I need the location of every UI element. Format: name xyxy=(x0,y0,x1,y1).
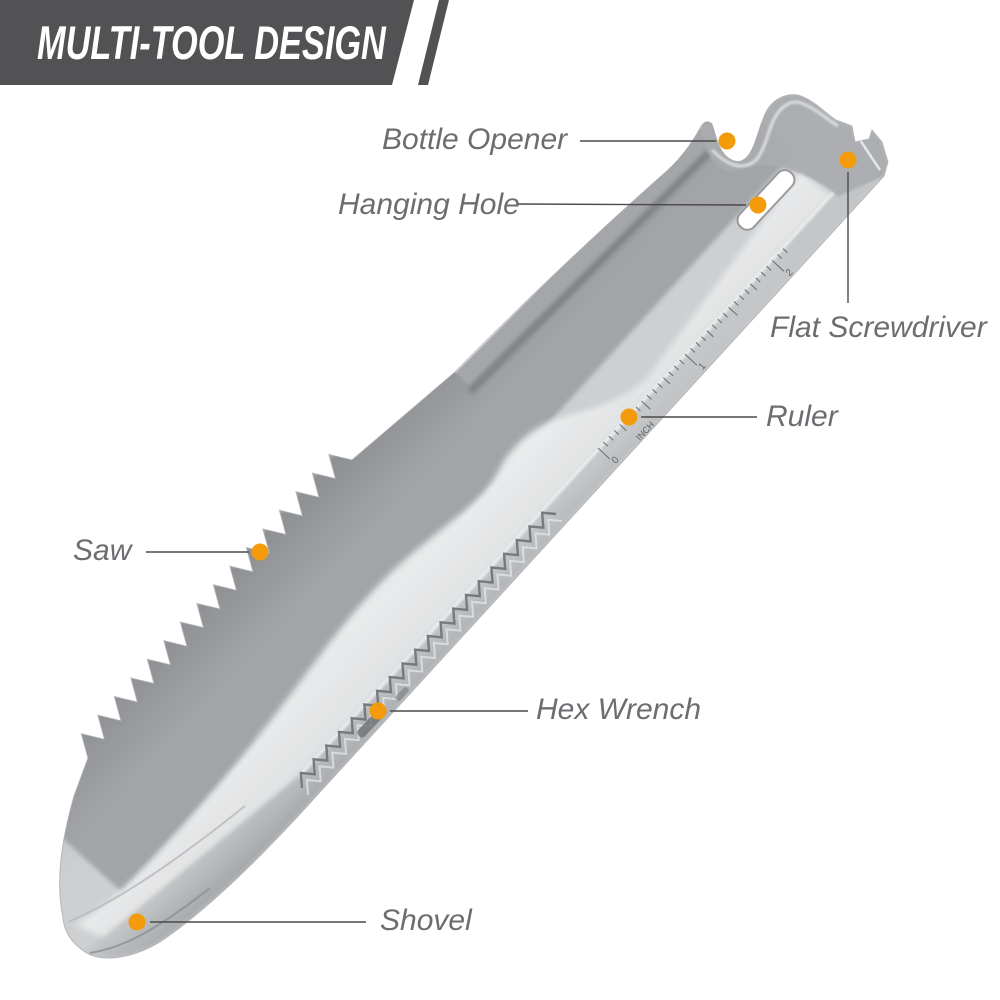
ruler-tick xyxy=(733,300,739,306)
label-flat-screwdriver: Flat Screwdriver xyxy=(770,311,987,344)
ruler-tick xyxy=(771,259,785,272)
title-banner: MULTI-TOOL DESIGN xyxy=(0,0,414,85)
ruler-tick xyxy=(646,394,652,400)
ruler-tick xyxy=(760,271,766,277)
tool-serration-emboss xyxy=(305,518,563,796)
tool-end-highlight xyxy=(858,139,882,171)
tool-lower-lip xyxy=(85,158,884,958)
tool-top-face xyxy=(59,94,795,892)
ruler-tick xyxy=(766,265,772,271)
ruler-tick xyxy=(662,377,671,385)
tool-scoop-crease2 xyxy=(67,805,246,923)
feature-dot-flat-screwdriver xyxy=(839,151,857,169)
ruler-tick xyxy=(673,365,679,371)
ruler-tick xyxy=(657,383,663,389)
feature-dot-saw xyxy=(251,543,269,561)
tool-crest-highlight xyxy=(710,100,839,168)
tool-lip-highlight xyxy=(299,156,867,776)
ruler-tick xyxy=(641,400,651,410)
tool-serration-line xyxy=(299,511,557,789)
tool-scoop-crease xyxy=(89,887,211,954)
leader-line-hanging-hole xyxy=(517,203,747,206)
ruler-tick xyxy=(603,441,609,447)
feature-dot-bottle-opener xyxy=(718,132,736,150)
tool-polished-face xyxy=(75,172,845,944)
label-shovel: Shovel xyxy=(380,904,472,937)
ruler-tick xyxy=(668,371,674,377)
ruler-tick xyxy=(744,289,750,295)
ruler-tick xyxy=(690,347,696,353)
ruler-mark: 0 xyxy=(610,454,622,466)
ruler-tick xyxy=(701,336,707,342)
ruler-mark: 1 xyxy=(697,361,709,373)
ruler-tick xyxy=(722,312,728,318)
ruler-tick xyxy=(679,359,685,365)
feature-dot-hanging-hole xyxy=(749,196,767,214)
tool-upper-wall xyxy=(455,126,715,385)
tool-channel-shadow xyxy=(467,143,719,395)
feature-dot-ruler xyxy=(620,408,638,426)
hanging-hole-slot xyxy=(736,169,796,231)
feature-dot-shovel xyxy=(128,913,146,931)
label-saw: Saw xyxy=(73,534,132,567)
label-hex-wrench: Hex Wrench xyxy=(536,693,702,726)
ruler-tick xyxy=(706,330,714,338)
label-bottle-opener: Bottle Opener xyxy=(382,123,568,156)
ruler-tick xyxy=(619,424,627,432)
ruler-tick xyxy=(717,318,723,324)
ruler-tick xyxy=(755,277,761,283)
leader-lines xyxy=(146,140,849,923)
ruler-tick xyxy=(695,341,701,347)
tool-outline-edge xyxy=(59,94,889,959)
feature-dots xyxy=(128,132,857,931)
ruler-tick xyxy=(728,306,738,316)
banner-title: MULTI-TOOL DESIGN xyxy=(37,16,386,69)
ruler-tick xyxy=(711,324,717,330)
ruler-tick xyxy=(597,447,611,460)
ruler-tick xyxy=(608,435,614,441)
ruler-tick xyxy=(652,388,658,394)
hex-wrench-cutout-small xyxy=(395,687,409,701)
ruler-tick xyxy=(684,353,698,366)
feature-dot-hex-wrench xyxy=(369,702,387,720)
ruler-tick xyxy=(739,295,745,301)
ruler-tick xyxy=(782,248,788,254)
ruler-tick xyxy=(613,429,620,435)
ruler-tick xyxy=(777,254,783,260)
tool-crest-wall xyxy=(700,94,888,196)
ruler-tick xyxy=(635,406,641,412)
ruler-tick xyxy=(749,283,758,291)
label-hanging-hole: Hanging Hole xyxy=(338,188,520,221)
label-ruler: Ruler xyxy=(766,400,838,433)
ruler-mark: 2 xyxy=(784,267,796,279)
